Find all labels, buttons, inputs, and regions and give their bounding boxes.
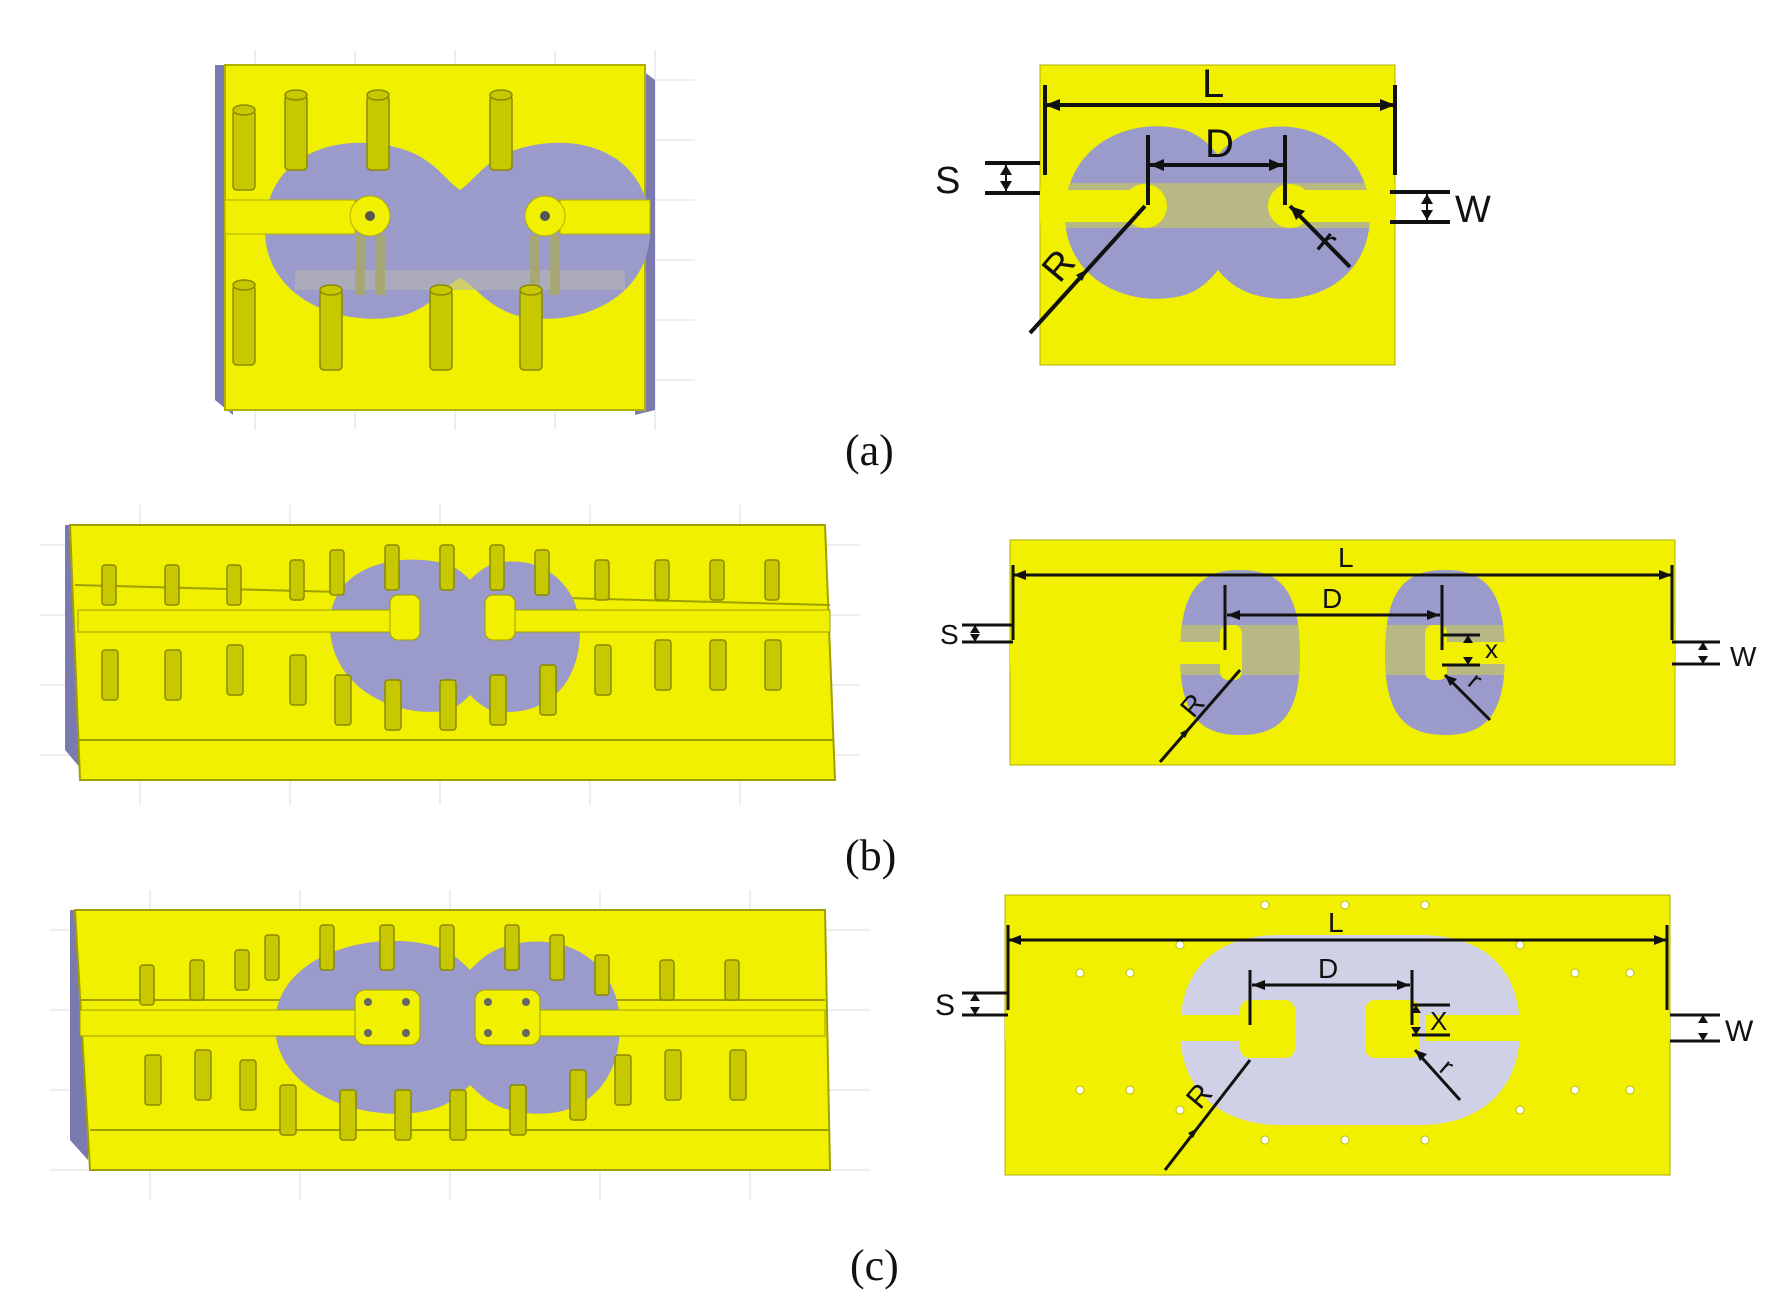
vias-top-row — [101, 544, 780, 606]
caption-c: (c) — [850, 1241, 899, 1290]
caption-b: (b) — [845, 831, 897, 880]
feedline-left — [79, 1009, 401, 1037]
panel-c-3d-view — [50, 890, 870, 1200]
dimension-arrowheads — [970, 570, 1708, 738]
feedline-right — [1425, 1015, 1670, 1041]
feedline-right — [1430, 642, 1675, 664]
vias-bottom-row — [144, 1049, 747, 1141]
label-S: S — [935, 989, 955, 1022]
vias-bottom-row — [232, 279, 543, 371]
feedline-left — [1010, 642, 1220, 664]
probe-pad-left — [354, 989, 421, 1046]
cavity-dual — [1065, 126, 1370, 299]
cavity-dual — [275, 940, 620, 1114]
label-S: S — [940, 619, 959, 650]
probe-pad-right — [1425, 625, 1447, 680]
caption-a: (a) — [845, 426, 894, 475]
probe-pad-right — [1365, 1000, 1420, 1058]
probe-pad-right — [484, 594, 516, 641]
label-S: S — [935, 160, 960, 202]
feedline-left — [224, 199, 356, 235]
probe-hole-right — [540, 211, 550, 221]
substrate-vias — [1075, 900, 1635, 1145]
label-x: x — [1485, 634, 1498, 664]
label-L: L — [1328, 907, 1344, 938]
probe-pad-left — [389, 594, 421, 641]
label-W: W — [1730, 641, 1757, 672]
vias-top-row — [232, 89, 513, 191]
panel-b-3d-view — [40, 505, 860, 805]
probe-hole-left — [365, 211, 375, 221]
vias-top-row — [139, 924, 740, 1006]
dimension-arrowheads — [970, 935, 1708, 1138]
label-D: D — [1318, 953, 1338, 984]
feedline-right — [529, 1009, 826, 1037]
label-D: D — [1322, 583, 1342, 614]
label-x: X — [1430, 1006, 1447, 1036]
label-W: W — [1725, 1015, 1754, 1048]
probe-pad-left — [1240, 1000, 1295, 1058]
panel-a-3d-view — [215, 50, 695, 430]
cavity-lower-shade — [295, 270, 625, 290]
probe-pad-holes — [364, 998, 530, 1037]
feedline-left — [77, 609, 419, 633]
label-W: W — [1455, 189, 1491, 231]
panel-c-top-view: L D S W X R r — [935, 894, 1754, 1176]
label-L: L — [1338, 542, 1354, 573]
panel-b-top-view: L D S W x R r — [940, 539, 1757, 766]
panel-a-top-view: L D S W R r — [935, 62, 1491, 366]
vias-bottom-row — [101, 639, 782, 731]
feedline-right — [559, 199, 651, 235]
probe-pad-right — [474, 989, 541, 1046]
feedline-left — [1005, 1015, 1245, 1041]
probe-posts — [355, 235, 560, 295]
feedline-right — [509, 609, 831, 633]
label-L: L — [1202, 62, 1224, 106]
label-D: D — [1205, 122, 1234, 166]
dimension-lines — [962, 925, 1720, 1171]
